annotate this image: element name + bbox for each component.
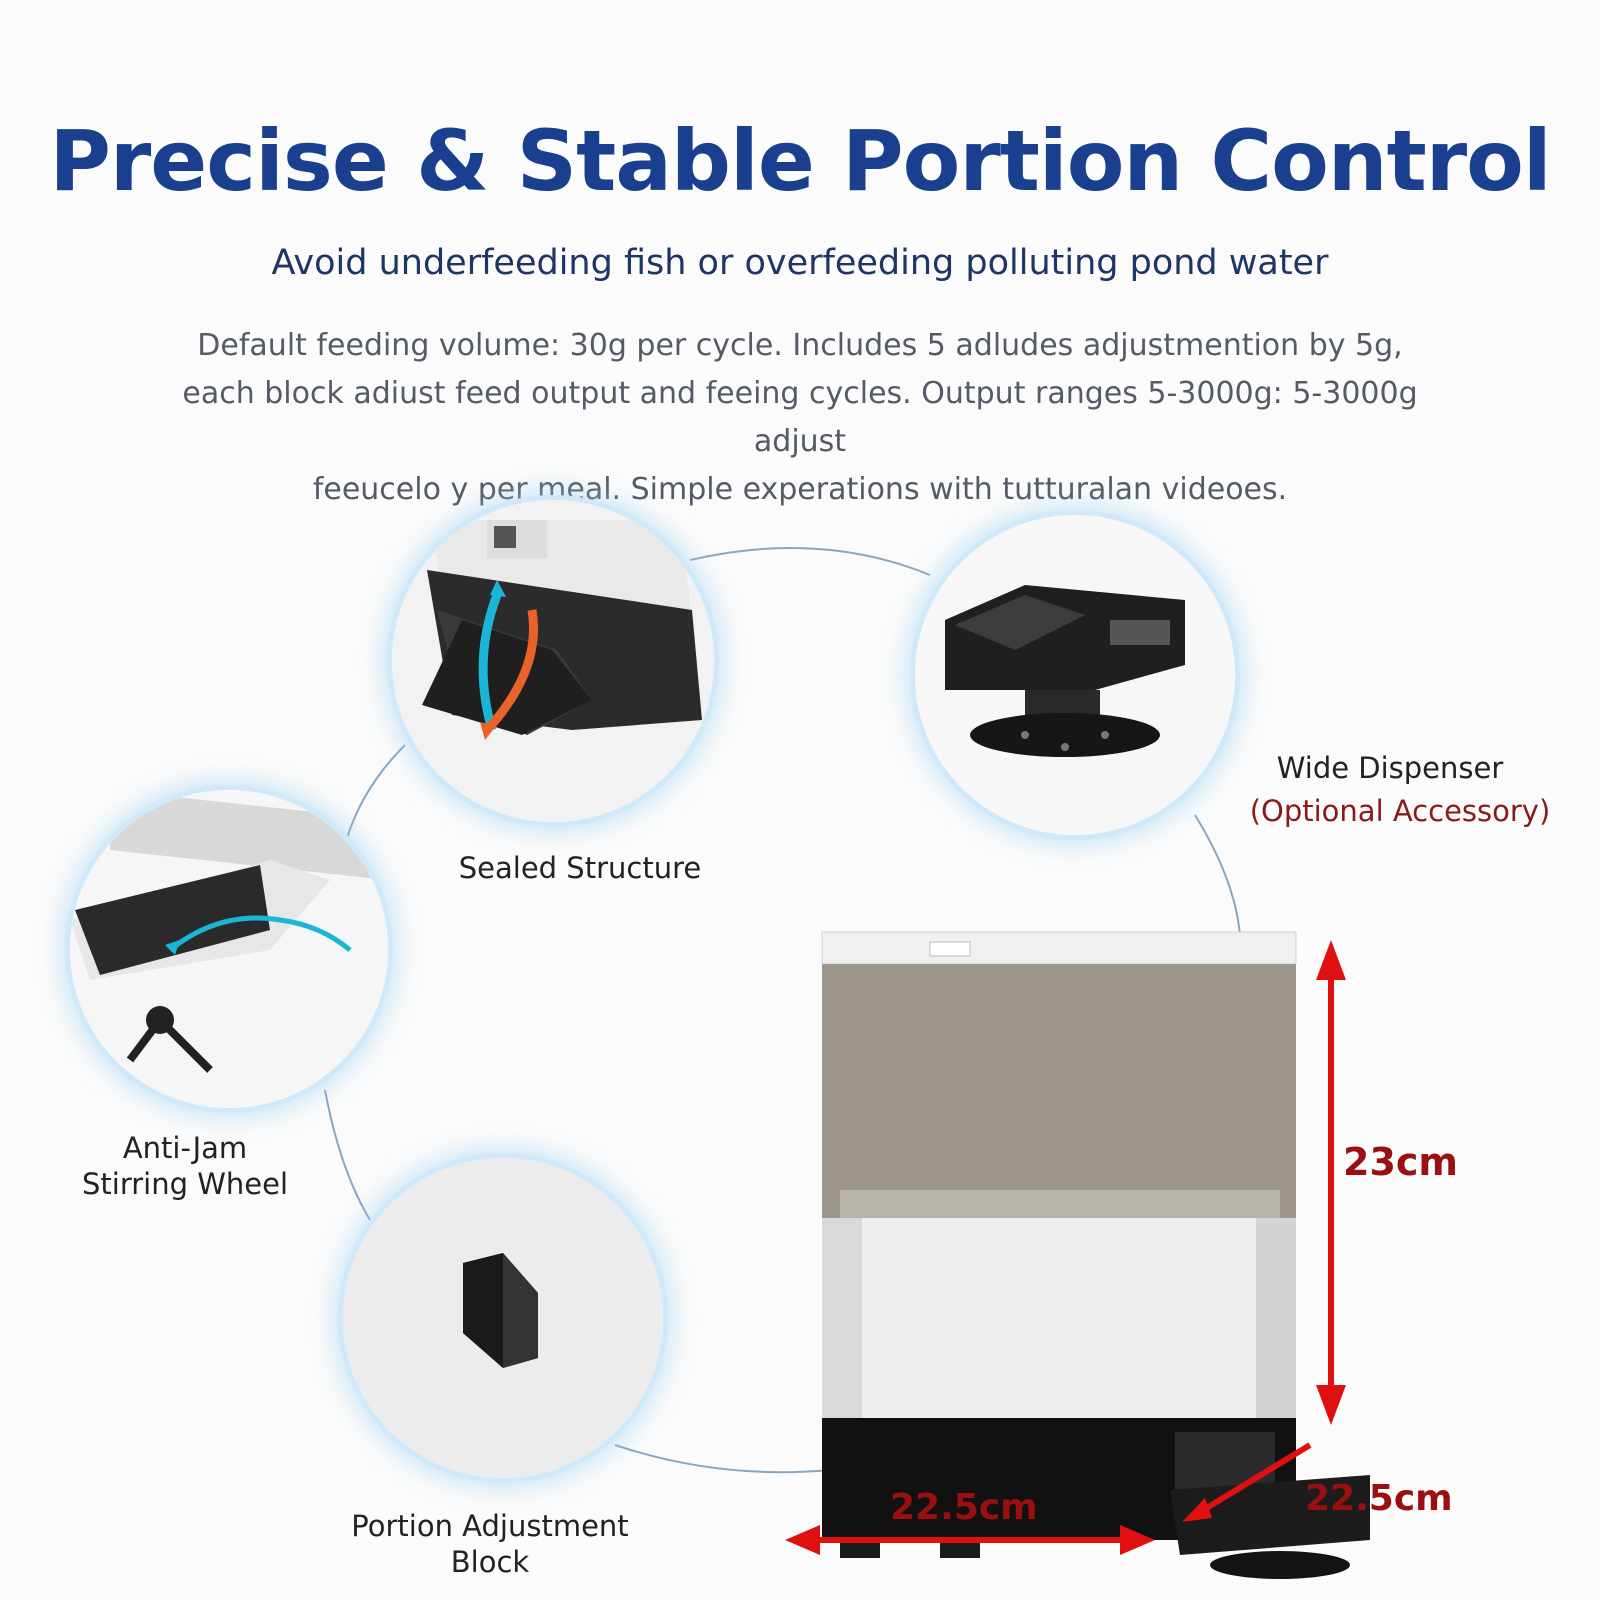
sealed-structure-image <box>392 500 714 822</box>
wide-dispenser-label: Wide Dispenser <box>1276 751 1504 785</box>
portion-block-label: Portion Adjustment Block <box>330 1508 650 1580</box>
description-line-1: Default feeding volume: 30g per cycle. I… <box>197 328 1403 363</box>
anti-jam-label: Anti-Jam Stirring Wheel <box>50 1130 320 1202</box>
description-line-2: each block adiust feed output and feeing… <box>182 376 1418 459</box>
height-dimension-label: 23cm <box>1343 1140 1459 1184</box>
portion-block-label-line-1: Portion Adjustment <box>351 1509 629 1543</box>
anti-jam-label-line-1: Anti-Jam <box>122 1131 248 1165</box>
page-title: Precise & Stable Portion Control <box>49 112 1551 210</box>
width-dimension-label: 22.5cm <box>890 1487 1038 1528</box>
sealed-structure-label: Sealed Structure <box>458 851 702 885</box>
anti-jam-wheel-image <box>70 790 388 1108</box>
description-text: Default feeding volume: 30g per cycle. I… <box>140 322 1460 514</box>
portion-block-label-line-2: Block <box>450 1545 530 1579</box>
anti-jam-label-line-2: Stirring Wheel <box>81 1167 289 1201</box>
depth-dimension-label: 22.5cm <box>1305 1478 1453 1519</box>
wide-dispenser-image <box>915 515 1235 835</box>
wide-dispenser-note: (Optional Accessory) <box>1249 794 1551 828</box>
feeder-product-image <box>785 931 1370 1579</box>
portion-block-image <box>343 1158 663 1478</box>
page-subtitle: Avoid underfeeding fish or overfeeding p… <box>271 243 1329 283</box>
